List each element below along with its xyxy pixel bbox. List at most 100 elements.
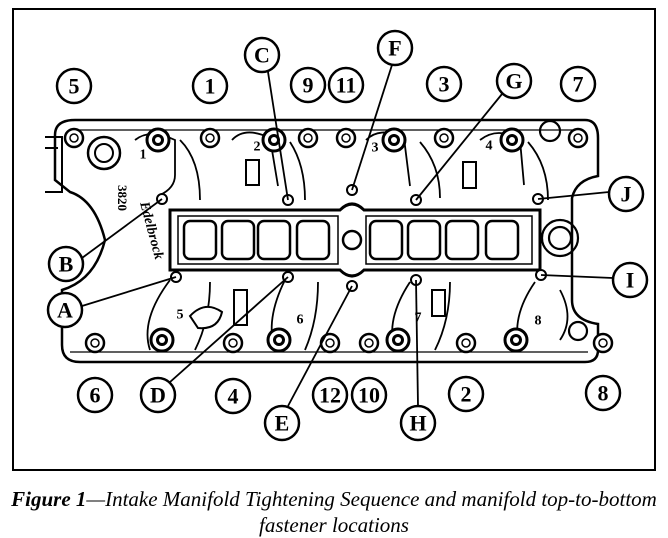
right-boss (538, 119, 589, 342)
callout-bolt-8: 8 (584, 374, 622, 412)
bolt-hole (567, 127, 589, 149)
port-opening (444, 219, 480, 261)
svg-text:10: 10 (358, 383, 380, 408)
callout-letter-i: I (611, 261, 649, 299)
svg-text:H: H (409, 411, 426, 436)
figure-caption: Figure 1—Intake Manifold Tightening Sequ… (0, 486, 668, 538)
threaded-boss (266, 327, 292, 353)
threaded-boss (385, 327, 411, 353)
callout-letter-e: E (263, 404, 301, 442)
callout-letter-h: H (399, 404, 437, 442)
bolt-hole (455, 332, 477, 354)
port-number-6: 6 (297, 313, 304, 328)
bolt-callouts: 1 2 3 4 5 6 7 8 9 10 11 12 (55, 65, 622, 415)
port-opening (406, 219, 442, 261)
callout-bolt-7: 7 (559, 65, 597, 103)
bolt-hole (63, 127, 85, 149)
port-opening (368, 219, 404, 261)
svg-text:I: I (626, 268, 635, 293)
callout-letter-d: D (139, 376, 177, 414)
leader-line (415, 279, 419, 407)
bolt-hole (358, 332, 380, 354)
bolt-hole (84, 332, 106, 354)
svg-text:A: A (57, 298, 73, 323)
callout-bolt-4: 4 (214, 377, 252, 415)
caption-text: —Intake Manifold Tightening Sequence and… (86, 487, 657, 537)
svg-text:9: 9 (303, 73, 314, 98)
bolt-hole (199, 127, 221, 149)
bolt-hole (319, 332, 341, 354)
port-number-3: 3 (372, 141, 379, 156)
port-number-5: 5 (177, 308, 184, 323)
threaded-boss (499, 127, 525, 153)
leader-line (537, 191, 610, 200)
threaded-boss (149, 327, 175, 353)
figure-frame (12, 8, 656, 471)
threaded-boss (503, 327, 529, 353)
port-opening (256, 219, 292, 261)
svg-text:8: 8 (598, 381, 609, 406)
port-number-8: 8 (535, 314, 542, 329)
callout-bolt-12: 12 (311, 376, 349, 414)
callout-letter-a: A (46, 291, 84, 329)
port-opening (484, 219, 520, 261)
callout-bolt-10: 10 (350, 376, 388, 414)
bolt-hole (222, 332, 244, 354)
svg-text:1: 1 (205, 74, 216, 99)
callout-letter-b: B (47, 245, 85, 283)
callout-bolt-1: 1 (191, 67, 229, 105)
leader-line (287, 285, 353, 407)
svg-text:5: 5 (69, 74, 80, 99)
leader-line (267, 71, 289, 201)
bolt-hole (335, 127, 357, 149)
letter-callouts: A B C D E F G H I J (46, 29, 649, 442)
part-number-stamp: 3820 (115, 185, 130, 211)
callout-letter-f: F (376, 29, 414, 67)
callout-bolt-2: 2 (447, 375, 485, 413)
svg-text:J: J (621, 182, 632, 207)
callout-bolt-11: 11 (327, 66, 365, 104)
leader-line (81, 198, 163, 259)
svg-text:12: 12 (319, 383, 341, 408)
svg-text:D: D (150, 383, 166, 408)
svg-text:F: F (388, 36, 401, 61)
port-opening (220, 219, 256, 261)
bolt-hole (592, 332, 614, 354)
leader-line (415, 93, 503, 201)
svg-text:G: G (505, 69, 522, 94)
port-openings (182, 219, 520, 261)
svg-text:6: 6 (90, 383, 101, 408)
threaded-boss (145, 127, 171, 153)
callout-letter-j: J (607, 175, 645, 213)
brand-stamp: Edelbrock (136, 199, 166, 261)
leader-lines (81, 64, 614, 407)
svg-text:4: 4 (228, 384, 239, 409)
svg-text:C: C (254, 43, 270, 68)
leader-line (169, 276, 289, 383)
callout-letter-c: C (243, 36, 281, 74)
manifold-diagram: 3820 Edelbrock 1 2 3 4 5 6 7 8 1 2 3 4 5… (45, 29, 649, 442)
port-number-2: 2 (254, 140, 261, 155)
caption-lead: Figure 1 (11, 487, 87, 511)
leader-line (540, 274, 614, 279)
port-number-1: 1 (140, 148, 147, 163)
callout-bolt-3: 3 (425, 65, 463, 103)
bolt-hole (297, 127, 319, 149)
left-flange (45, 135, 122, 193)
port-opening (182, 219, 218, 261)
svg-text:7: 7 (573, 72, 584, 97)
callout-bolt-6: 6 (76, 376, 114, 414)
svg-text:11: 11 (336, 73, 357, 98)
port-number-4: 4 (486, 139, 493, 154)
leader-line (81, 276, 177, 307)
bolt-holes (63, 127, 614, 354)
threaded-boss (261, 127, 287, 153)
svg-text:B: B (59, 252, 74, 277)
callout-letter-g: G (495, 62, 533, 100)
svg-text:E: E (275, 411, 290, 436)
svg-text:2: 2 (461, 382, 472, 407)
port-number-7: 7 (415, 311, 422, 326)
port-numbers: 1 2 3 4 5 6 7 8 (140, 139, 542, 329)
bolt-hole (433, 127, 455, 149)
callout-bolt-9: 9 (289, 66, 327, 104)
